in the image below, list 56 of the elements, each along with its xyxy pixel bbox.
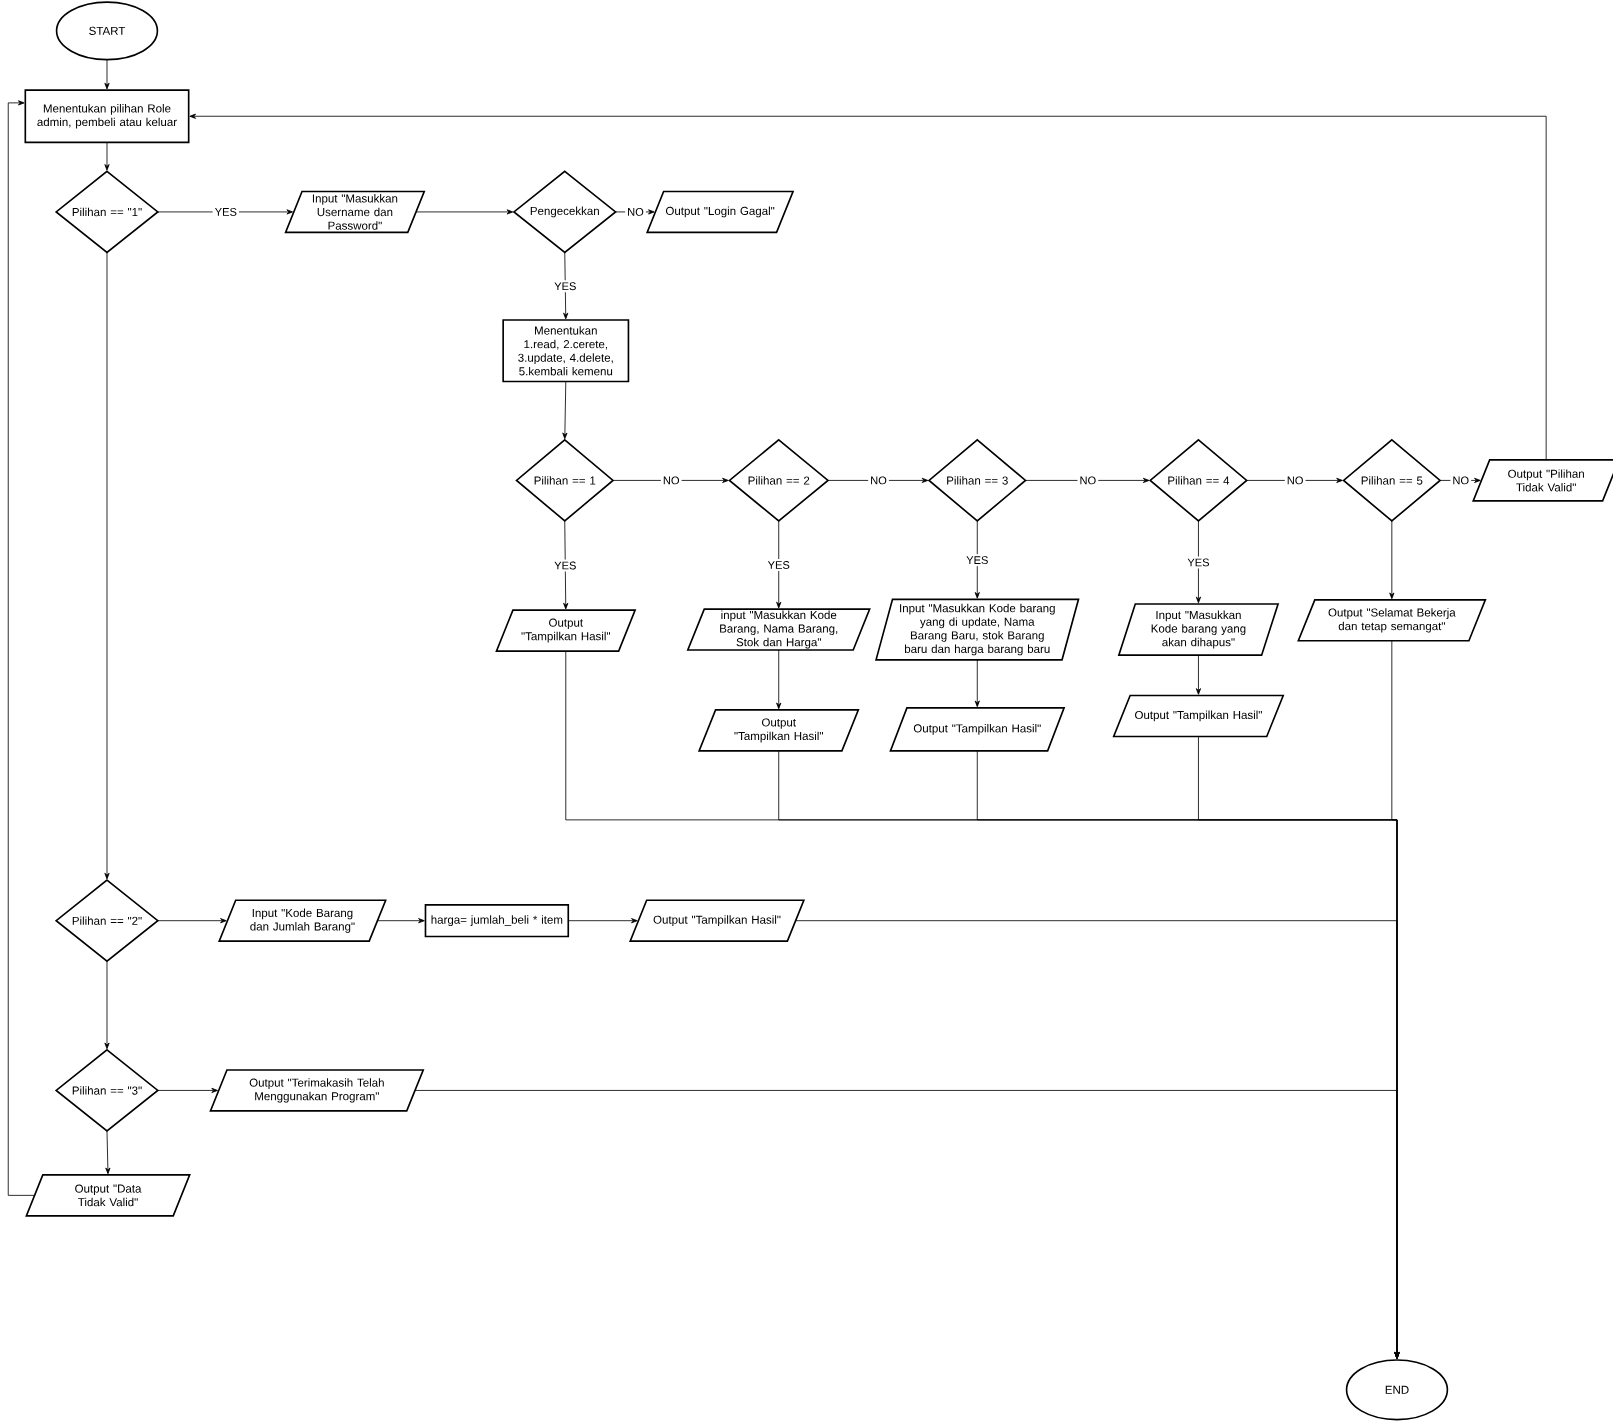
arrow [1246, 478, 1343, 484]
arrow [776, 649, 782, 710]
io-parallelogram: Input "Masukkan Username dan Password" [284, 190, 426, 234]
arrow [105, 1130, 111, 1175]
edge-label: NO [1284, 474, 1306, 487]
edge-label: YES [765, 559, 792, 572]
arrow [415, 209, 514, 215]
arrow [567, 918, 638, 924]
arrow [104, 59, 110, 90]
io-parallelogram: Input "Kode Barang dan Jumlah Barang" [218, 899, 387, 943]
arrow [1025, 478, 1150, 484]
arrow [7, 100, 35, 1196]
arrow [414, 1090, 1400, 1359]
io-parallelogram: input "Masukkan Kode Barang, Nama Barang, Stok dan Harga" [686, 608, 871, 652]
arrow [1439, 478, 1481, 484]
arrow [974, 659, 980, 708]
edge-label: YES [552, 280, 579, 293]
arrow [563, 252, 569, 320]
edge-label: YES [212, 206, 239, 219]
io-parallelogram: Output "Data Tidak Valid" [25, 1174, 191, 1217]
edge-label: NO [1450, 474, 1472, 487]
arrow [563, 520, 569, 610]
process-box: harga= jumlah_beli * item [424, 904, 570, 938]
process-box: Menentukan 1.read, 2.cerete, 3.update, 4.delete, 5.kembali kemenu [502, 319, 630, 383]
arrow [615, 209, 655, 215]
terminal-oval: END [1345, 1359, 1449, 1421]
edge-label: NO [1077, 474, 1099, 487]
edge-label: NO [868, 474, 889, 487]
arrow [1389, 520, 1395, 600]
io-parallelogram: Output "Selamat Bekerja dan tetap semangat" [1297, 599, 1487, 642]
arrow [104, 252, 110, 880]
arrow [157, 918, 227, 924]
terminal-oval: START [55, 1, 159, 61]
arrow [377, 918, 425, 924]
arrow [776, 520, 782, 609]
edge-label: NO [625, 206, 646, 219]
io-parallelogram: Output "Pilihan Tidak Valid" [1472, 459, 1613, 502]
arrow [104, 961, 110, 1050]
arrow [827, 478, 929, 484]
process-box: Menentukan pilihan Role admin, pembeli atau keluar [24, 89, 190, 144]
io-parallelogram: Output "Tampilkan Hasil" [495, 609, 637, 653]
edge-label: NO [660, 474, 682, 487]
arrow [974, 520, 980, 599]
io-parallelogram: Output "Tampilkan Hasil" [1112, 694, 1285, 738]
edge-label: YES [1185, 556, 1212, 569]
edge-label: YES [964, 554, 991, 567]
edge-label: YES [552, 559, 579, 572]
arrow [562, 381, 568, 440]
arrow [189, 113, 1547, 461]
io-parallelogram: Output "Tampilkan Hasil" [889, 707, 1066, 752]
arrow [612, 478, 729, 484]
arrow [104, 142, 110, 171]
arrow [1195, 520, 1201, 604]
io-parallelogram: Output "Terimakasih Telah Menggunakan Program" [209, 1069, 425, 1112]
arrow [1195, 654, 1201, 695]
arrow [157, 1088, 218, 1094]
